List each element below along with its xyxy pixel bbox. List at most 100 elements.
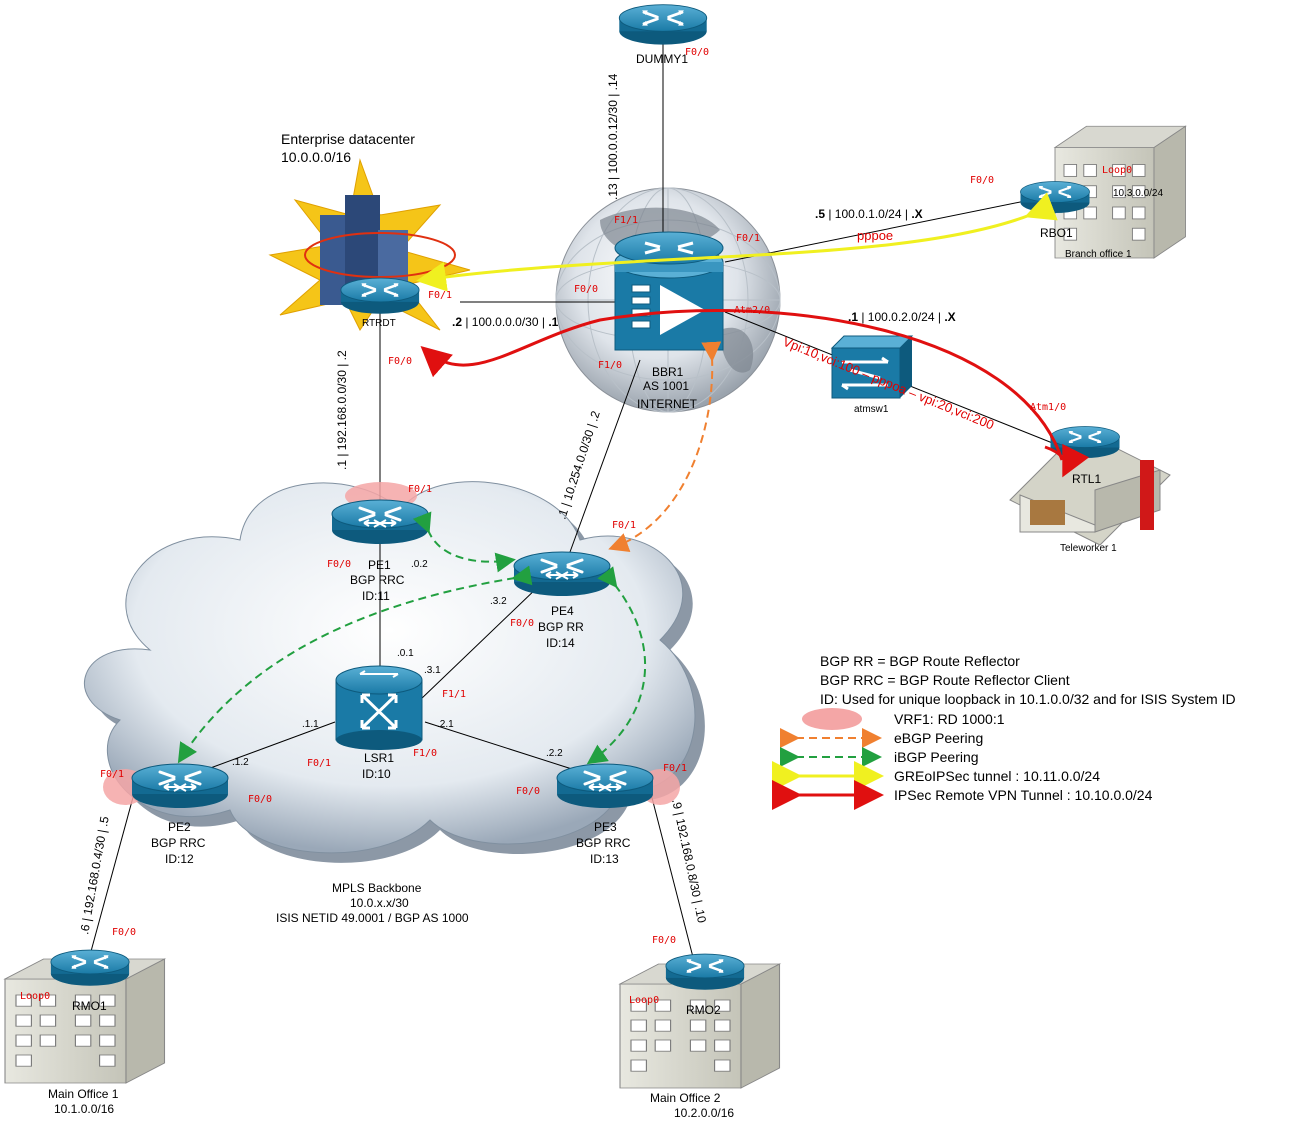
lsr1-if-f01: F0/1 bbox=[307, 758, 331, 769]
lsr1-addr-01: .0.1 bbox=[397, 648, 414, 659]
lsr1-addr-11: .1.1 bbox=[302, 719, 319, 730]
pe1-role: BGP RRC bbox=[350, 573, 405, 587]
legend-rr: BGP RR = BGP Route Reflector bbox=[820, 653, 1020, 669]
rmo1-subnet: 10.1.0.0/16 bbox=[54, 1102, 114, 1116]
router-icon-pe3[interactable] bbox=[555, 762, 655, 810]
pe1-if-f01: F0/1 bbox=[408, 484, 432, 495]
router-icon-rtrdt[interactable] bbox=[339, 276, 421, 316]
pe4-id: ID:14 bbox=[546, 636, 575, 650]
rtrdt-if-f01: F0/1 bbox=[428, 290, 452, 301]
ipsec-tunnel-arrow-end bbox=[1044, 443, 1090, 478]
ibgp-pe1-pe4-arrow bbox=[412, 511, 516, 573]
rbo1-name: RBO1 bbox=[1040, 226, 1073, 240]
legend-ipsec: IPSec Remote VPN Tunnel : 10.10.0.0/24 bbox=[894, 787, 1153, 803]
pppoe-label: pppoe bbox=[857, 228, 893, 243]
bbr1-if-f11: F1/1 bbox=[614, 215, 638, 226]
legend: BGP RR = BGP Route Reflector BGP RRC = B… bbox=[772, 653, 1236, 810]
cloud-title: MPLS Backbone bbox=[332, 881, 422, 895]
link-bbr-pe4-label: .1 | 10.254.0.0/30 | .2 bbox=[555, 409, 603, 521]
pe2-if-f00: F0/0 bbox=[248, 794, 272, 805]
legend-ibgp: iBGP Peering bbox=[894, 749, 979, 765]
atm-switch-icon bbox=[830, 335, 914, 399]
rbo1-subnet: 10.3.0.0/24 bbox=[1113, 188, 1163, 199]
router-icon-pe2[interactable] bbox=[130, 762, 230, 810]
rmo1-if-loop: Loop0 bbox=[20, 991, 50, 1002]
router-icon-dummy1[interactable] bbox=[617, 3, 709, 47]
router-icon-bbr1[interactable] bbox=[614, 231, 724, 351]
pe2-id: ID:12 bbox=[165, 852, 194, 866]
bbr1-if-f01: F0/1 bbox=[736, 233, 760, 244]
pe1-addr: .0.2 bbox=[411, 559, 428, 570]
router-icon-rmo2[interactable] bbox=[664, 952, 746, 992]
layer3-switch-icon-lsr1[interactable] bbox=[335, 665, 423, 750]
rbo1-if-loop: Loop0 bbox=[1102, 165, 1132, 176]
bbr1-sub: INTERNET bbox=[637, 397, 698, 411]
legend-ebgp: eBGP Peering bbox=[894, 730, 983, 746]
rtl1-name: RTL1 bbox=[1072, 472, 1101, 486]
router-icon-pe1[interactable] bbox=[330, 498, 430, 546]
bbr1-if-f00: F0/0 bbox=[574, 284, 598, 295]
legend-gre: GREoIPSec tunnel : 10.11.0.0/24 bbox=[894, 768, 1100, 784]
link-pe3-rmo2 bbox=[649, 789, 696, 966]
rtrdt-if-f00: F0/0 bbox=[388, 356, 412, 367]
lsr1-addr-31: .3.1 bbox=[424, 665, 441, 676]
pe2-role: BGP RRC bbox=[151, 836, 206, 850]
pe3-if-f00: F0/0 bbox=[516, 786, 540, 797]
rtl1-if-atm10: Atm1/0 bbox=[1030, 402, 1066, 413]
link-bbr-rbo-label: .5 | 100.0.1.0/24 | .X bbox=[815, 207, 923, 221]
ebgp-peering-arrow bbox=[608, 341, 722, 552]
rbo1-if-f00: F0/0 bbox=[970, 175, 994, 186]
rmo1-name: RMO1 bbox=[72, 999, 107, 1013]
ipsec-tunnel-arrow bbox=[420, 309, 1064, 461]
ibgp-pe4-pe3-arrow bbox=[586, 566, 646, 765]
atmsw1-name: atmsw1 bbox=[854, 404, 889, 415]
rmo2-name: RMO2 bbox=[686, 1003, 721, 1017]
rmo2-site: Main Office 2 bbox=[650, 1091, 721, 1105]
lsr1-if-f11: F1/1 bbox=[442, 689, 466, 700]
rmo1-site: Main Office 1 bbox=[48, 1087, 119, 1101]
pe2-addr: .1.2 bbox=[232, 757, 249, 768]
dummy1-name: DUMMY1 bbox=[636, 52, 688, 66]
link-rtrdt-bbr-label: .2 | 100.0.0.0/30 | .1 bbox=[452, 315, 559, 329]
link-pe3-rmo2-label: .9 | 192.168.0.8/30 | .10 bbox=[669, 798, 709, 925]
bbr1-name: BBR1 bbox=[652, 365, 684, 379]
router-icon-rmo1[interactable] bbox=[49, 948, 131, 988]
legend-vrf-swatch bbox=[802, 708, 862, 730]
legend-vrf: VRF1: RD 1000:1 bbox=[894, 711, 1005, 727]
pe4-if-f01: F0/1 bbox=[612, 520, 636, 531]
cloud-isis: ISIS NETID 49.0001 / BGP AS 1000 bbox=[276, 911, 469, 925]
rmo2-if-f00: F0/0 bbox=[652, 935, 676, 946]
bbr1-if-f10: F1/0 bbox=[598, 360, 622, 371]
gre-tunnel-arrow bbox=[416, 192, 1058, 292]
lsr1-addr-21: .2.1 bbox=[437, 719, 454, 730]
rbo1-site: Branch office 1 bbox=[1065, 249, 1132, 260]
pe3-addr: .2.2 bbox=[546, 748, 563, 759]
legend-rrc: BGP RRC = BGP Route Reflector Client bbox=[820, 672, 1070, 688]
link-dummy-bbr-label: .13 | 100.0.0.12/30 | .14 bbox=[606, 73, 620, 200]
pe4-if-f00: F0/0 bbox=[510, 618, 534, 629]
bbr1-as: AS 1001 bbox=[643, 379, 689, 393]
link-pe2-rmo1-label: .6 | 192.168.0.4/30 | .5 bbox=[77, 815, 112, 936]
pe4-addr: .3.2 bbox=[490, 596, 507, 607]
lsr1-name: LSR1 bbox=[364, 751, 394, 765]
router-icon-pe4[interactable] bbox=[512, 550, 612, 598]
home-office-icon bbox=[1009, 429, 1171, 546]
pe4-role: BGP RR bbox=[538, 620, 584, 634]
rmo2-if-loop: Loop0 bbox=[629, 995, 659, 1006]
link-rtrdt-pe1-label: .1 | 192.168.0.0/30 | .2 bbox=[335, 350, 349, 470]
rmo2-subnet: 10.2.0.0/16 bbox=[674, 1106, 734, 1120]
pe2-name: PE2 bbox=[168, 820, 191, 834]
rtrdt-name: RTRDT bbox=[362, 318, 396, 329]
datacenter-title: Enterprise datacenter bbox=[281, 131, 415, 147]
pe1-id: ID:11 bbox=[362, 589, 390, 603]
link-pe2-rmo1 bbox=[89, 789, 136, 956]
router-icon-rbo1[interactable] bbox=[1019, 180, 1091, 215]
datacenter-subnet: 10.0.0.0/16 bbox=[281, 149, 351, 165]
pe3-name: PE3 bbox=[594, 820, 617, 834]
pe3-role: BGP RRC bbox=[576, 836, 631, 850]
pe3-if-f01: F0/1 bbox=[663, 763, 687, 774]
dummy1-if: F0/0 bbox=[685, 47, 709, 58]
lsr1-if-f10: F1/0 bbox=[413, 748, 437, 759]
pe1-name: PE1 bbox=[368, 558, 391, 572]
